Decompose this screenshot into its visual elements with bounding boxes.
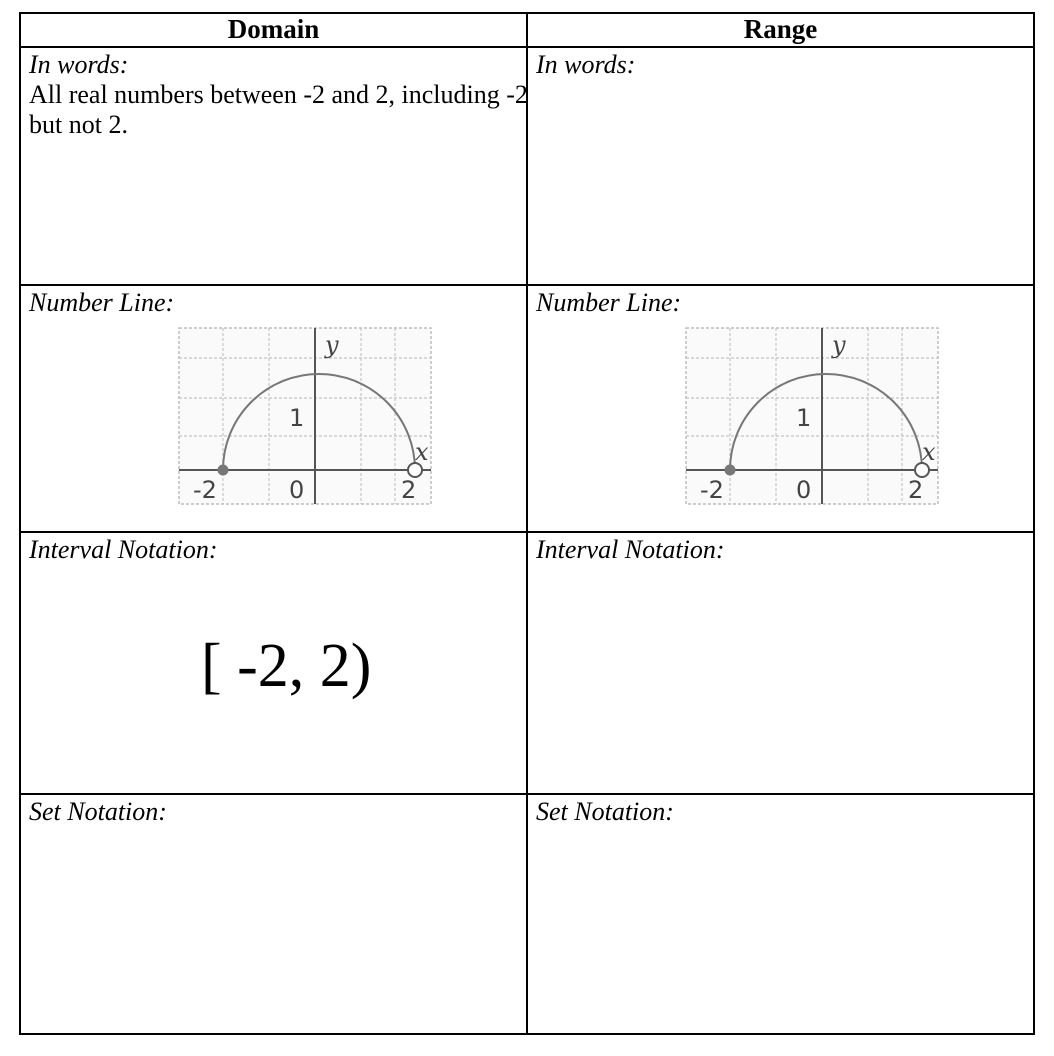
range-interval-label: Interval Notation: [536, 535, 725, 564]
in-words-row: In words: All real numbers between -2 an… [19, 46, 1035, 286]
domain-number-line-label: Number Line: [29, 288, 175, 317]
domain-range-worksheet: Domain Range In words: All real numbers … [19, 12, 1035, 1052]
domain-in-words-label: In words: [29, 50, 129, 79]
tick-one-label: 1 [289, 404, 304, 432]
range-header: Range [526, 12, 1035, 48]
origin-label: 0 [289, 476, 304, 504]
right-tick-label: 2 [908, 476, 923, 504]
set-notation-row: Set Notation: Set Notation: [19, 793, 1035, 1035]
range-set-label: Set Notation: [536, 797, 674, 826]
domain-semicircle-graph: y x 1 0 -2 2 [177, 326, 433, 506]
range-set-cell: Set Notation: [526, 793, 1035, 1035]
range-semicircle-graph: y x 1 0 -2 2 [684, 326, 940, 506]
open-endpoint [407, 462, 423, 478]
closed-endpoint [217, 464, 229, 476]
y-axis-label: y [831, 331, 846, 359]
range-in-words-cell: In words: [526, 46, 1035, 286]
left-tick-label: -2 [700, 476, 724, 504]
domain-set-cell: Set Notation: [19, 793, 528, 1035]
header-row: Domain Range [19, 12, 1035, 48]
x-axis-label: x [922, 438, 936, 466]
range-interval-cell: Interval Notation: [526, 531, 1035, 795]
number-line-row: Number Line: [19, 284, 1035, 533]
range-in-words-label: In words: [536, 50, 636, 79]
domain-in-words-cell: In words: All real numbers between -2 an… [19, 46, 528, 286]
domain-graph-svg: y x 1 0 -2 2 [178, 327, 432, 505]
semicircle-curve [222, 373, 416, 471]
domain-interval-cell: Interval Notation: [ -2, 2) [19, 531, 528, 795]
closed-endpoint [724, 464, 736, 476]
domain-interval-label: Interval Notation: [29, 535, 218, 564]
domain-number-line-cell: Number Line: [19, 284, 528, 533]
right-tick-label: 2 [401, 476, 416, 504]
range-number-line-cell: Number Line: [526, 284, 1035, 533]
domain-range-table: Domain Range In words: All real numbers … [19, 12, 1035, 1035]
open-endpoint [914, 462, 930, 478]
domain-header: Domain [19, 12, 528, 48]
range-number-line-label: Number Line: [536, 288, 682, 317]
interval-notation-row: Interval Notation: [ -2, 2) Interval Not… [19, 531, 1035, 795]
x-axis-label: x [415, 438, 429, 466]
y-axis-label: y [324, 331, 339, 359]
domain-set-label: Set Notation: [29, 797, 167, 826]
left-tick-label: -2 [193, 476, 217, 504]
domain-in-words-answer: All real numbers between -2 and 2, inclu… [29, 80, 528, 139]
semicircle-curve [729, 373, 923, 471]
tick-one-label: 1 [796, 404, 811, 432]
origin-label: 0 [796, 476, 811, 504]
range-graph-svg: y x 1 0 -2 2 [685, 327, 939, 505]
domain-interval-answer: [ -2, 2) [201, 632, 372, 700]
